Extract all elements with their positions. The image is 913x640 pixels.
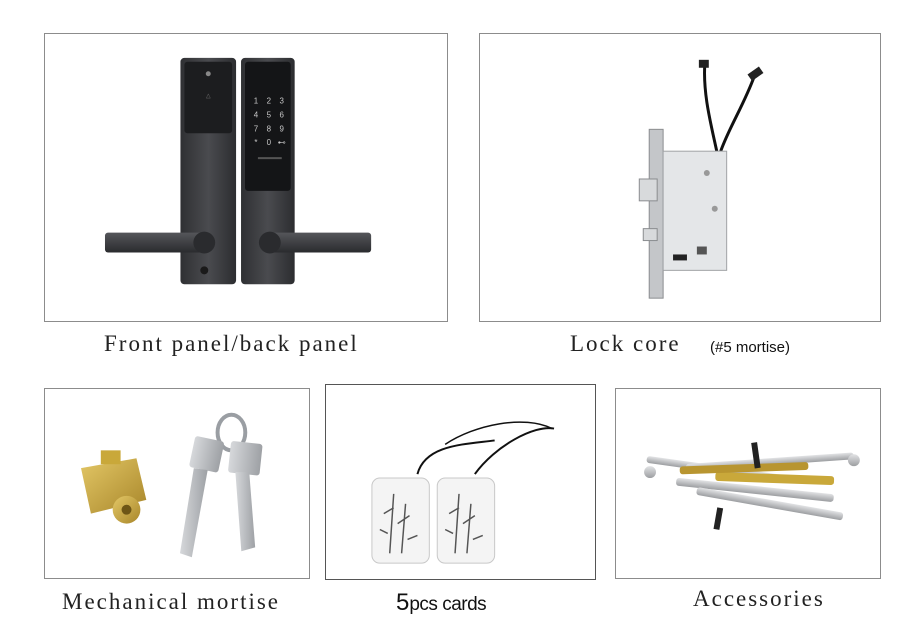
svg-text:△: △ — [206, 94, 211, 100]
keypad-key: 3 — [280, 97, 285, 106]
cards-count: 5 — [396, 589, 410, 616]
cards-label: pcs cards — [409, 594, 487, 615]
key-card — [436, 477, 496, 564]
cards-image — [325, 384, 596, 580]
cylinder-and-keys-illustration — [81, 412, 263, 558]
latch-bolt — [638, 178, 658, 202]
cards-caption: 5pcs cards — [396, 589, 487, 617]
accessories-image — [615, 388, 881, 579]
screws — [644, 442, 860, 530]
rfid-key-fobs-illustration — [371, 421, 555, 564]
keyhole-icon — [200, 266, 209, 275]
mechanical-mortise-image — [44, 388, 310, 579]
front-lever-handle — [265, 232, 372, 253]
keypad-key: 7 — [254, 124, 259, 133]
keypad-key: 1 — [254, 97, 259, 106]
keypad-key: * — [254, 138, 257, 147]
key-card — [371, 477, 430, 564]
accessories-caption: Accessories — [693, 586, 825, 611]
mortise-lock-illustration — [638, 59, 764, 299]
lock-core-note: (#5 mortise) — [710, 339, 791, 356]
keypad-key: 5 — [267, 110, 272, 119]
lock-body — [662, 150, 728, 271]
lock-core-caption: Lock core — [570, 331, 681, 356]
keypad-key: 9 — [280, 124, 285, 133]
screws-illustration — [644, 442, 860, 530]
keypad-key: 2 — [267, 97, 272, 106]
keys — [179, 436, 263, 558]
keypad-key: 6 — [280, 110, 285, 119]
back-lever-handle — [104, 232, 211, 253]
keypad-key: ⊷ — [278, 138, 286, 147]
keypad-key: 8 — [267, 124, 272, 133]
keypad-key: 0 — [267, 138, 272, 147]
lock-core-image — [479, 33, 881, 322]
lock-faceplate — [648, 128, 664, 299]
front-back-panel-caption: Front panel/back panel — [104, 331, 359, 356]
mechanical-mortise-caption: Mechanical mortise — [62, 589, 281, 614]
keypad-key: 4 — [254, 110, 259, 119]
